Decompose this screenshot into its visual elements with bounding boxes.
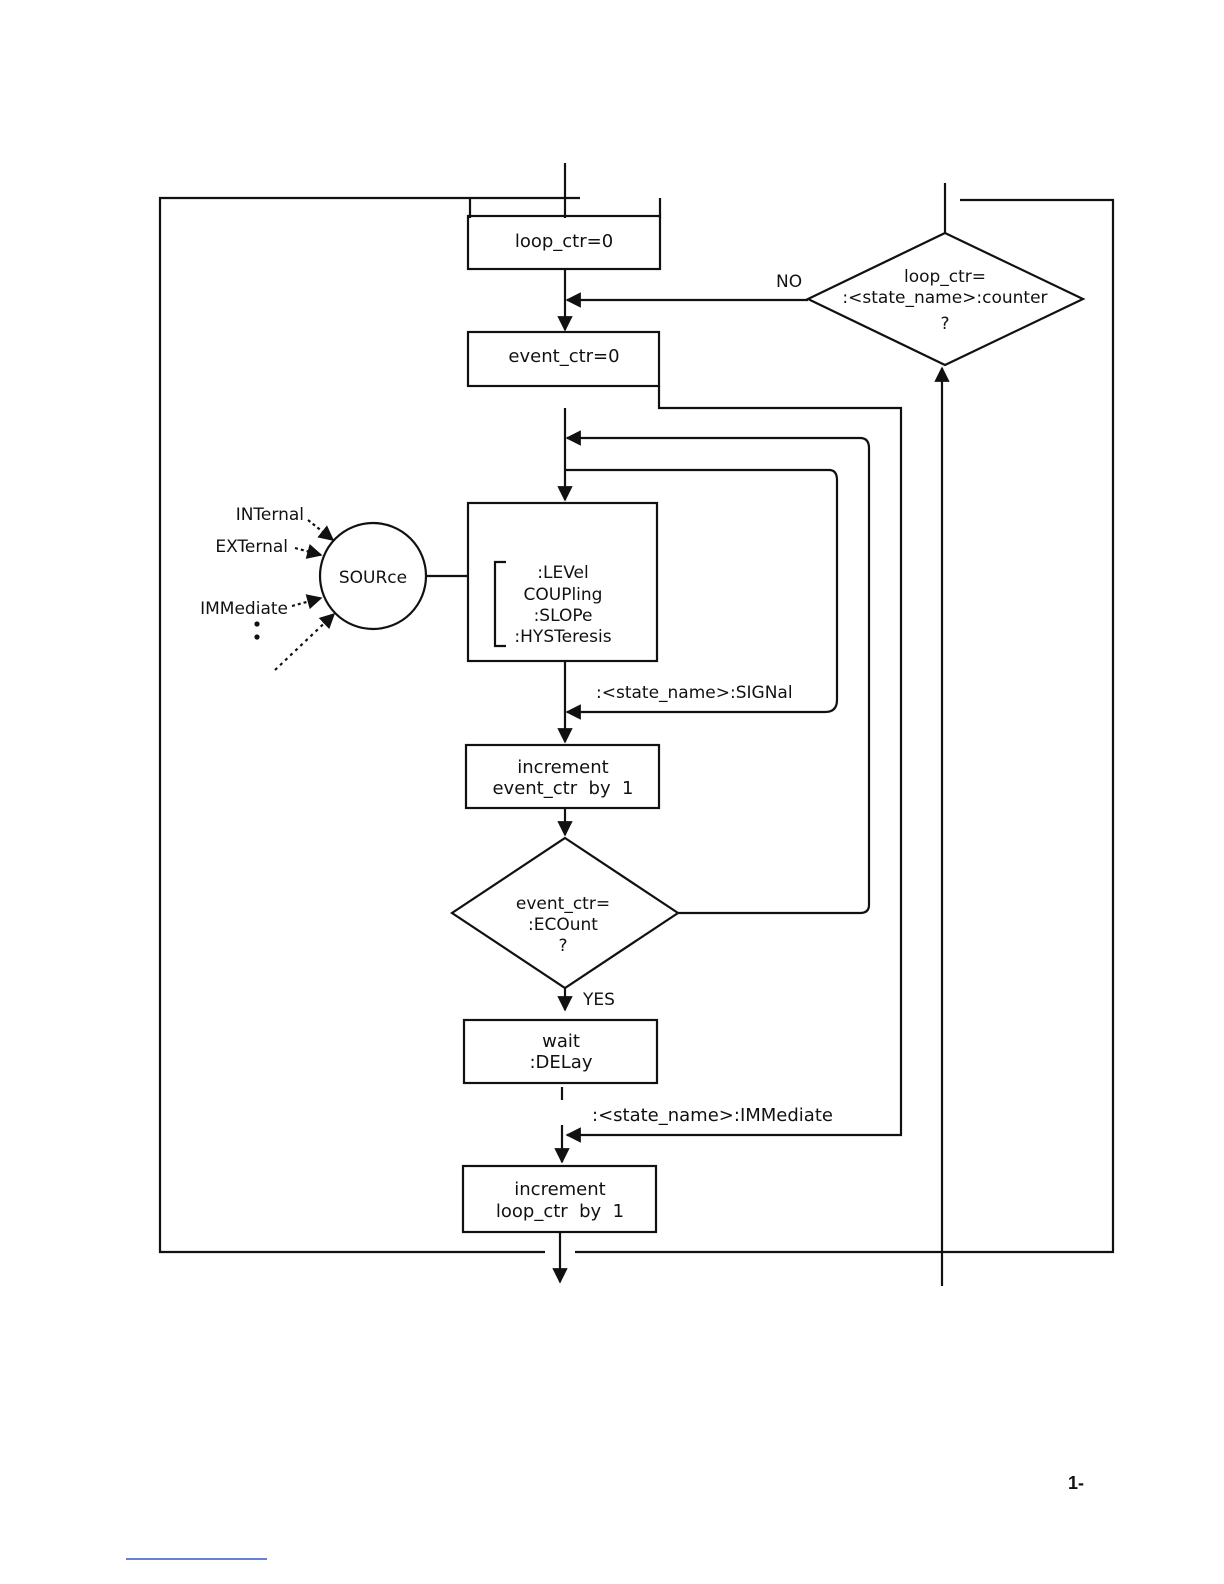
event-check-line3: ? <box>558 936 567 956</box>
wait-line1: wait <box>542 1031 580 1052</box>
param-hysteresis: :HYSTeresis <box>514 627 611 647</box>
param-coupling: COUPling <box>524 585 603 605</box>
yes-label: YES <box>582 990 615 1010</box>
immediate-bypass-line <box>567 386 901 1135</box>
event-init-label: event_ctr=0 <box>508 346 619 367</box>
source-label: SOURce <box>339 568 407 588</box>
event-check-line2: :ECOunt <box>528 915 598 935</box>
external-arrow <box>295 548 321 555</box>
internal-label: INTernal <box>236 505 304 525</box>
wait-line2: :DELay <box>529 1052 592 1073</box>
loop-check-line3: ? <box>940 314 949 334</box>
increment-event-line2: event_ctr by 1 <box>492 778 633 799</box>
internal-arrow <box>308 520 333 540</box>
continuation-dot <box>254 634 259 639</box>
signal-loop <box>565 470 837 712</box>
loop-check-line2: :<state_name>:counter <box>842 288 1047 308</box>
loop-init-label: loop_ctr=0 <box>515 231 613 252</box>
param-slope: :SLOPe <box>534 606 593 626</box>
immediate-label: :<state_name>:IMMediate <box>592 1105 833 1126</box>
outer-loop-frame-right <box>575 200 1113 1252</box>
params-bracket <box>495 562 506 646</box>
continuation-dot <box>254 621 259 626</box>
loop-check-line1: loop_ctr= <box>904 267 986 287</box>
increment-event-line1: increment <box>517 757 608 778</box>
immediate-input-label: IMMediate <box>200 599 288 619</box>
external-label: EXTernal <box>215 537 288 557</box>
more-inputs-arrow <box>275 614 334 670</box>
param-level: :LEVel <box>537 563 588 583</box>
increment-loop-line1: increment <box>514 1179 605 1200</box>
event-loop-return <box>567 438 869 913</box>
event-check-line1: event_ctr= <box>516 894 610 914</box>
immediate-arrow <box>292 598 321 606</box>
page-number: 1- <box>1068 1473 1084 1493</box>
signal-loop-label: :<state_name>:SIGNal <box>596 683 793 703</box>
increment-loop-line2: loop_ctr by 1 <box>496 1201 624 1222</box>
no-label: NO <box>776 272 802 292</box>
